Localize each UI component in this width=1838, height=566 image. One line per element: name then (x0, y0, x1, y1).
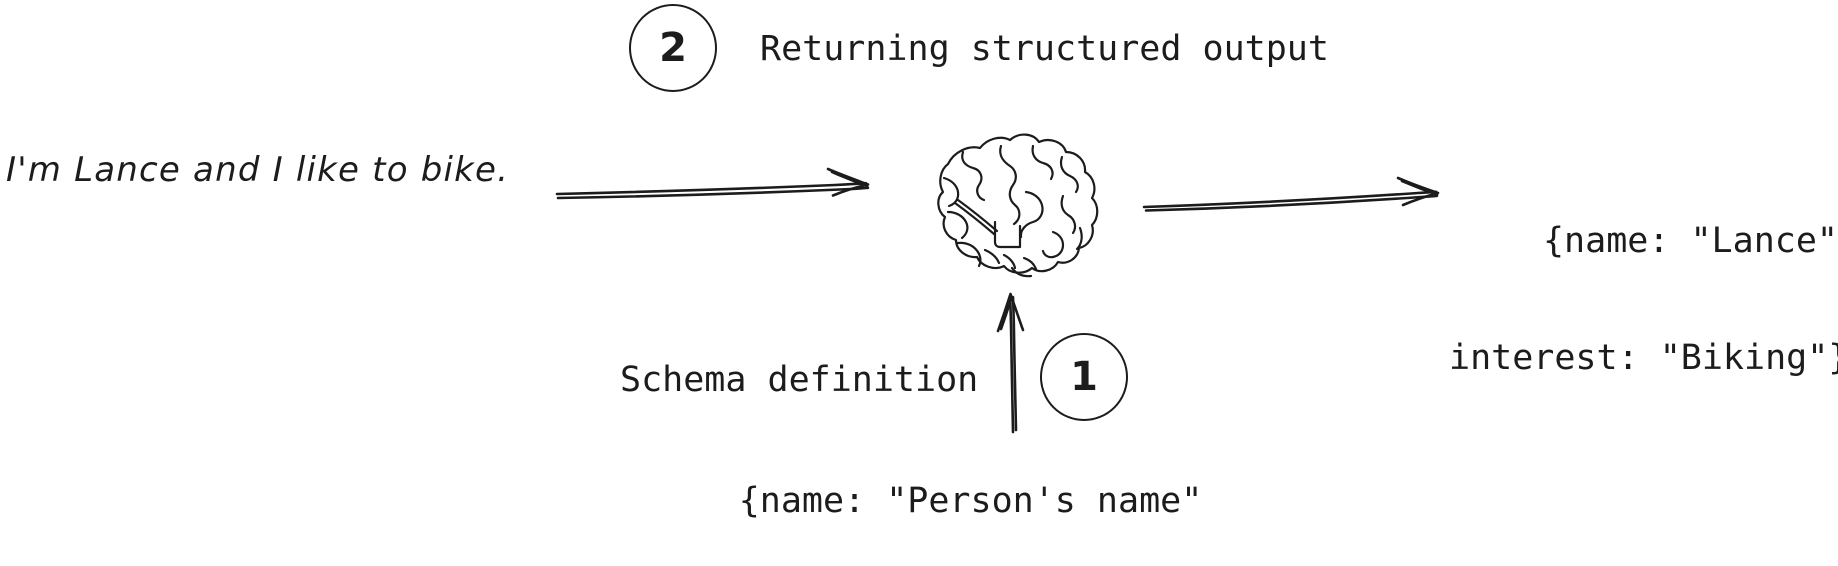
schema-definition-label: Schema definition (620, 360, 979, 400)
output-json-line-2: interest: "Biking"} (1449, 338, 1838, 378)
step-number-1-badge: 1 (1040, 333, 1128, 421)
arrow-brain-to-output-icon (1142, 176, 1440, 212)
arrow-input-to-brain-icon (555, 167, 870, 200)
schema-json-line-1: {name: "Person's name" (738, 481, 1203, 521)
schema-definition-block: {name: "Person's name" interest: "Person… (598, 404, 1343, 566)
output-json-line-1: {name: "Lance" (1542, 221, 1838, 261)
step-number-2-badge: 2 (629, 4, 717, 92)
step-2-label: Returning structured output (760, 29, 1329, 69)
step-number-2-text: 2 (659, 25, 687, 71)
brain-icon (937, 133, 1099, 278)
structured-output-block: {name: "Lance" interest: "Biking"} (1449, 144, 1838, 456)
step-number-1-text: 1 (1070, 354, 1098, 400)
input-utterance-text: I'm Lance and I like to bike. (6, 150, 510, 190)
